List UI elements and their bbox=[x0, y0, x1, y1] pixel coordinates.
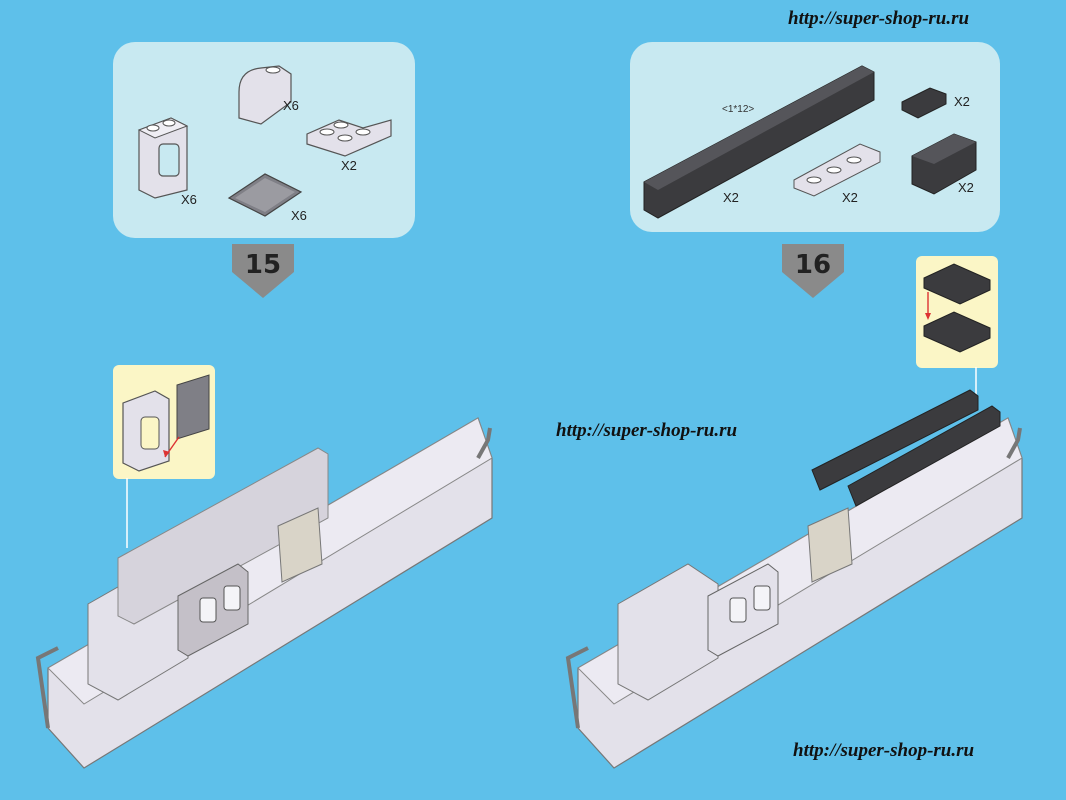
step16-train-model bbox=[565, 389, 1023, 769]
long-brick-length-label: <1*12> bbox=[722, 104, 755, 115]
arch-slope-qty: X6 bbox=[283, 98, 299, 113]
arch-slope-piece bbox=[238, 65, 292, 125]
window-frame-qty: X6 bbox=[181, 192, 197, 207]
step16-callout-pointer bbox=[975, 367, 977, 397]
step16-parts-box: <1*12> X2 X2 X2 X2 bbox=[630, 42, 1000, 232]
flat-plate-piece bbox=[793, 143, 881, 197]
watermark-middle: http://super-shop-ru.ru bbox=[556, 420, 738, 441]
flat-plate-qty: X2 bbox=[842, 190, 858, 205]
watermark-top-right: http://super-shop-ru.ru bbox=[788, 8, 970, 29]
long-brick-piece bbox=[643, 65, 875, 219]
dark-block-piece bbox=[911, 133, 977, 195]
dark-block-qty: X2 bbox=[958, 180, 974, 195]
step16-arrow bbox=[782, 244, 844, 298]
window-assembly-illustration bbox=[122, 374, 210, 472]
step15-callout bbox=[113, 365, 215, 479]
step16-callout bbox=[916, 256, 998, 368]
step15-number: 15 bbox=[244, 250, 282, 280]
plate-stack-illustration bbox=[923, 263, 991, 353]
step15-parts-box: X6 X6 X2 X6 bbox=[113, 42, 415, 238]
long-brick-qty: X2 bbox=[723, 190, 739, 205]
window-glass-qty: X6 bbox=[291, 208, 307, 223]
small-brick-qty: X2 bbox=[954, 94, 970, 109]
watermark-bottom-right: http://super-shop-ru.ru bbox=[793, 740, 975, 761]
window-glass-piece bbox=[227, 173, 303, 217]
corner-plate-piece bbox=[306, 119, 392, 157]
window-frame-piece bbox=[137, 117, 189, 199]
step15-arrow bbox=[232, 244, 294, 298]
corner-plate-qty: X2 bbox=[341, 158, 357, 173]
step15-callout-pointer bbox=[126, 478, 128, 548]
small-brick-piece bbox=[901, 87, 947, 119]
step15-train-model bbox=[35, 417, 493, 769]
step16-number: 16 bbox=[794, 250, 832, 280]
